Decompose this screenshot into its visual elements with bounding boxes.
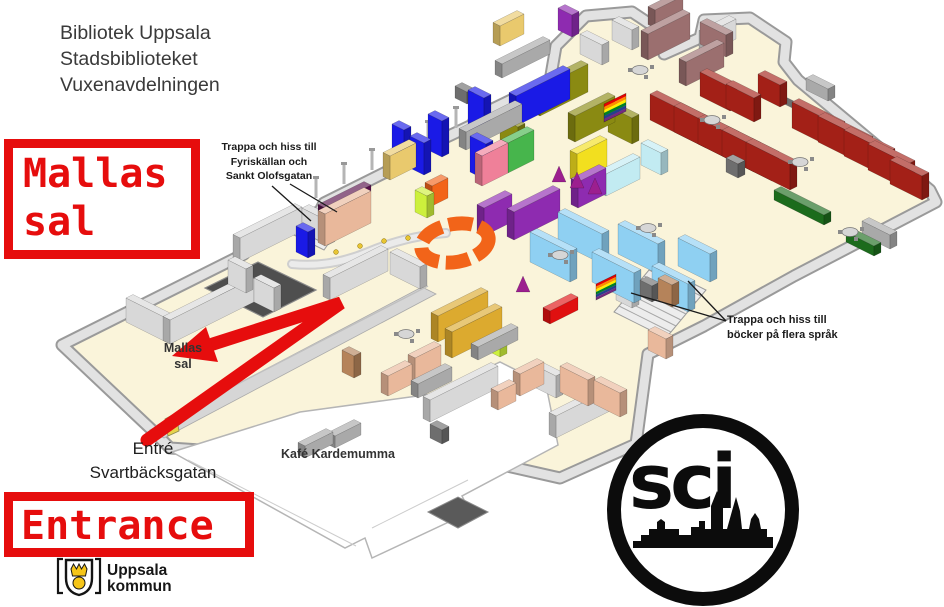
cafe-annex [170, 361, 559, 560]
route-arrow [140, 296, 345, 447]
entrance-callout: Entrance [4, 492, 254, 557]
mallas-callout-line-2: sal [23, 199, 96, 245]
sci-logo: sci [607, 414, 799, 606]
mallas-callout-line-1: Mallas [23, 151, 168, 197]
mallas-sal-room-label: Mallas sal [146, 340, 220, 372]
kommun-bracket-right-icon [95, 557, 102, 595]
vestibule [426, 496, 490, 529]
annotation-se-line-1: Trappa och hiss till [727, 314, 827, 326]
kommun-orb-icon [72, 576, 86, 590]
orange-ring-seating [414, 216, 496, 270]
shelves-layer [295, 0, 930, 459]
annotation-se-line-2: böcker på flera språk [727, 329, 838, 341]
entrance-label-line-1: Entré [132, 439, 174, 458]
rainbow-shelf-icon [595, 92, 627, 301]
title-line-1: Bibliotek Uppsala [60, 22, 211, 44]
kommun-text-line-1: Uppsala [107, 562, 168, 579]
kommun-text-line-2: kommun [107, 578, 172, 595]
annotation-nw-line-1: Trappa och hiss till [221, 141, 317, 153]
annotation-stairs-languages: Trappa och hiss till böcker på flera spr… [727, 313, 847, 343]
entrance-callout-text: Entrance [21, 503, 214, 549]
title-line-3: Vuxenavdelningen [60, 74, 220, 96]
mallas-sal-callout: Mallas sal [4, 139, 200, 259]
mallas-room-line-1: Mallas [163, 341, 203, 355]
kommun-bracket-left-icon [56, 557, 63, 595]
display-cones [515, 165, 603, 293]
page-title: Bibliotek Uppsala Stadsbiblioteket Vuxen… [60, 20, 320, 98]
sci-logo-text: sci [629, 437, 733, 526]
entrance-street-label: Entré Svartbäcksgatan [62, 437, 244, 485]
mallas-room-line-2: sal [174, 357, 192, 371]
entrance-label-line-2: Svartbäcksgatan [89, 463, 217, 482]
sci-logo-skyline [633, 491, 773, 548]
annotation-leader-lines [271, 183, 727, 322]
kommun-crown-icon [70, 562, 88, 577]
uppsala-kommun-logo: Uppsala kommun [56, 557, 172, 597]
cafe-label: Kafé Kardemumma [281, 447, 395, 461]
annotation-nw-line-3: Sankt Olofsgatan [225, 170, 313, 182]
annotation-stairs-fyriskallan: Trappa och hiss till Fyriskällan och San… [193, 140, 345, 184]
title-line-2: Stadsbiblioteket [60, 48, 198, 70]
sci-logo-ring [607, 414, 799, 606]
annotation-nw-line-2: Fyriskällan och [230, 155, 308, 168]
tables [394, 65, 864, 343]
